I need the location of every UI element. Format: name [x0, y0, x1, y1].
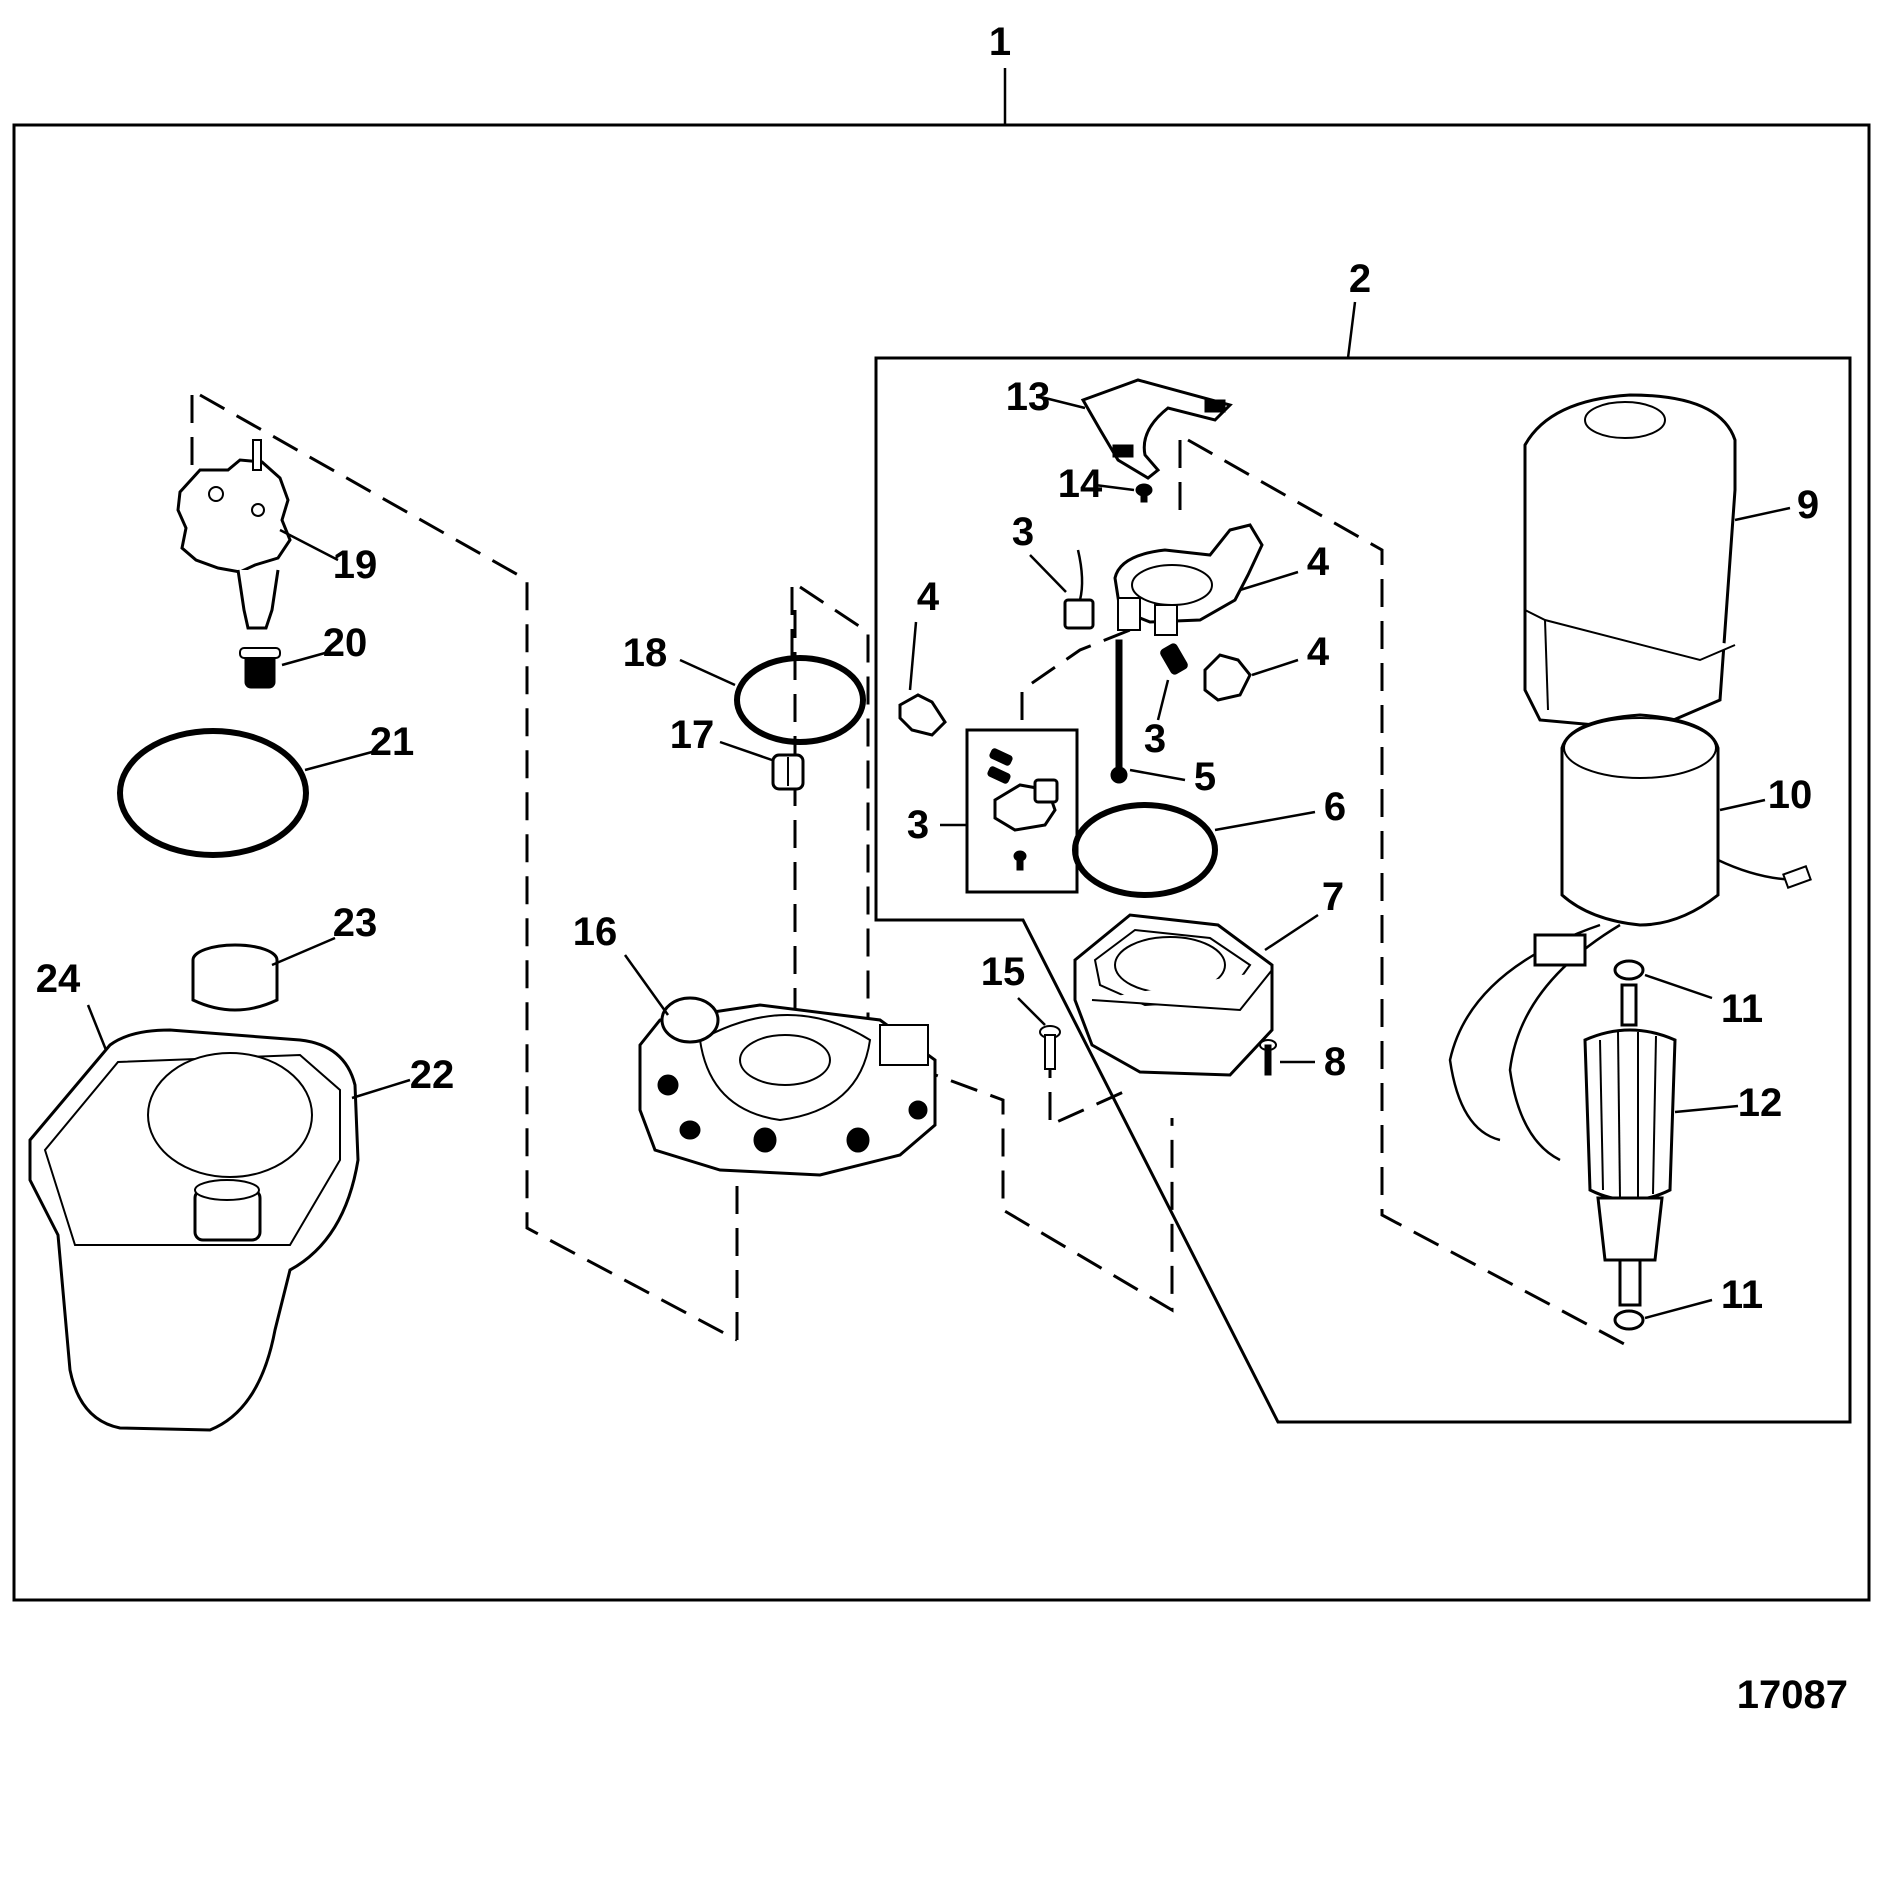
- part-4-brush-holder-small: [1203, 653, 1252, 702]
- alignment-line-3: [1020, 628, 1131, 720]
- callout-5: 5: [1194, 755, 1216, 799]
- callout-17: 17: [670, 713, 715, 757]
- part-14-screw: [1135, 483, 1153, 503]
- callout-2: 2: [1349, 257, 1371, 301]
- callout-11a: 11: [1721, 987, 1763, 1031]
- callout-19: 19: [333, 543, 378, 587]
- leader-3b: [1156, 679, 1170, 721]
- alignment-line-15: [1048, 1050, 1129, 1128]
- leader-4c: [1251, 658, 1299, 677]
- part-23-fill-cap: [191, 943, 279, 1012]
- callout-7: 7: [1322, 875, 1344, 919]
- leader-6: [1214, 810, 1316, 832]
- callout-18: 18: [623, 631, 668, 675]
- part-15-screw: [1039, 1025, 1061, 1070]
- part-22-reservoir: [28, 1028, 360, 1432]
- alignment-line-motor: [1178, 438, 1629, 1348]
- leader-12: [1674, 1104, 1739, 1114]
- leader-16: [623, 954, 670, 1016]
- callout-3b: 3: [1144, 717, 1166, 761]
- leader-9: [1734, 506, 1791, 522]
- leader-19: [279, 528, 339, 562]
- part-9-motor-cover: [1523, 393, 1737, 732]
- part-6-o-ring: [1072, 802, 1218, 898]
- part-8-screw: [1259, 1039, 1277, 1076]
- brush-detail-box: [965, 728, 1079, 894]
- callout-3c: 3: [907, 803, 929, 847]
- callout-3a: 3: [1012, 510, 1034, 554]
- alignment-line-pump-right: [790, 585, 1174, 1313]
- callout-24: 24: [36, 957, 81, 1001]
- callout-21: 21: [370, 720, 415, 764]
- callout-22: 22: [410, 1053, 455, 1097]
- leader-11b: [1644, 1298, 1713, 1320]
- part-3-spring-top: [1160, 643, 1188, 675]
- callout-4a: 4: [917, 575, 940, 619]
- leader-17: [719, 740, 773, 762]
- part-4-brush-clip: [898, 693, 947, 737]
- leader-14: [1094, 483, 1135, 492]
- callout-12: 12: [1738, 1081, 1783, 1125]
- part-3-brush-top: [1063, 549, 1095, 630]
- callout-16: 16: [573, 910, 618, 954]
- callout-23: 23: [333, 901, 378, 945]
- alignment-lines: [190, 393, 1629, 1348]
- leader-4b: [1239, 570, 1299, 592]
- callout-15: 15: [981, 950, 1026, 994]
- leader-22: [351, 1078, 411, 1100]
- part-20-filter: [239, 647, 281, 689]
- leader-2: [1346, 301, 1357, 359]
- assembly-1-box: [12, 123, 1871, 1602]
- leader-4a: [908, 621, 918, 691]
- part-11-washer-bottom: [1613, 1309, 1645, 1331]
- leader-21: [304, 750, 373, 772]
- leader-3a: [1029, 554, 1067, 593]
- part-21-o-ring: [117, 728, 309, 858]
- part-4-brush-holder-main: [1113, 523, 1264, 636]
- part-5-through-bolt: [1110, 639, 1128, 784]
- assembly-2-group: 2: [874, 257, 1852, 1424]
- leader-18: [679, 658, 736, 687]
- drawing-number: 17087: [1737, 1673, 1848, 1717]
- callout-9: 9: [1797, 483, 1819, 527]
- callout-4c: 4: [1307, 630, 1330, 674]
- callout-1: 1: [989, 20, 1011, 64]
- leader-23: [271, 936, 336, 967]
- part-17-coupler: [771, 753, 805, 791]
- part-18-o-ring: [734, 655, 866, 745]
- part-16-pump-body: [638, 996, 937, 1177]
- part-13-bracket: [1080, 378, 1233, 480]
- part-7-end-cap: [1073, 913, 1274, 1077]
- leader-15: [1017, 997, 1046, 1026]
- leader-5: [1129, 768, 1186, 782]
- callout-4b: 4: [1307, 540, 1330, 584]
- assembly-2-box: [874, 356, 1852, 1424]
- callout-6: 6: [1324, 785, 1346, 829]
- leader-7: [1264, 913, 1319, 952]
- callout-10: 10: [1768, 773, 1813, 817]
- leader-10: [1719, 798, 1766, 812]
- callout-13: 13: [1006, 375, 1051, 419]
- callout-20: 20: [323, 621, 368, 665]
- leader-13: [1044, 396, 1086, 410]
- part-19-pump-gear: [176, 439, 292, 630]
- leader-11a: [1644, 973, 1713, 1000]
- callout-11b: 11: [1721, 1273, 1763, 1317]
- part-12-armature: [1583, 983, 1677, 1307]
- part-11-washer-top: [1613, 959, 1645, 981]
- alignment-line-19-16: [190, 393, 738, 1342]
- assembly-1-group: 1: [12, 20, 1871, 1602]
- part-10-field-frame: [1448, 713, 1812, 1162]
- leader-20: [281, 651, 326, 667]
- callout-8: 8: [1324, 1040, 1346, 1084]
